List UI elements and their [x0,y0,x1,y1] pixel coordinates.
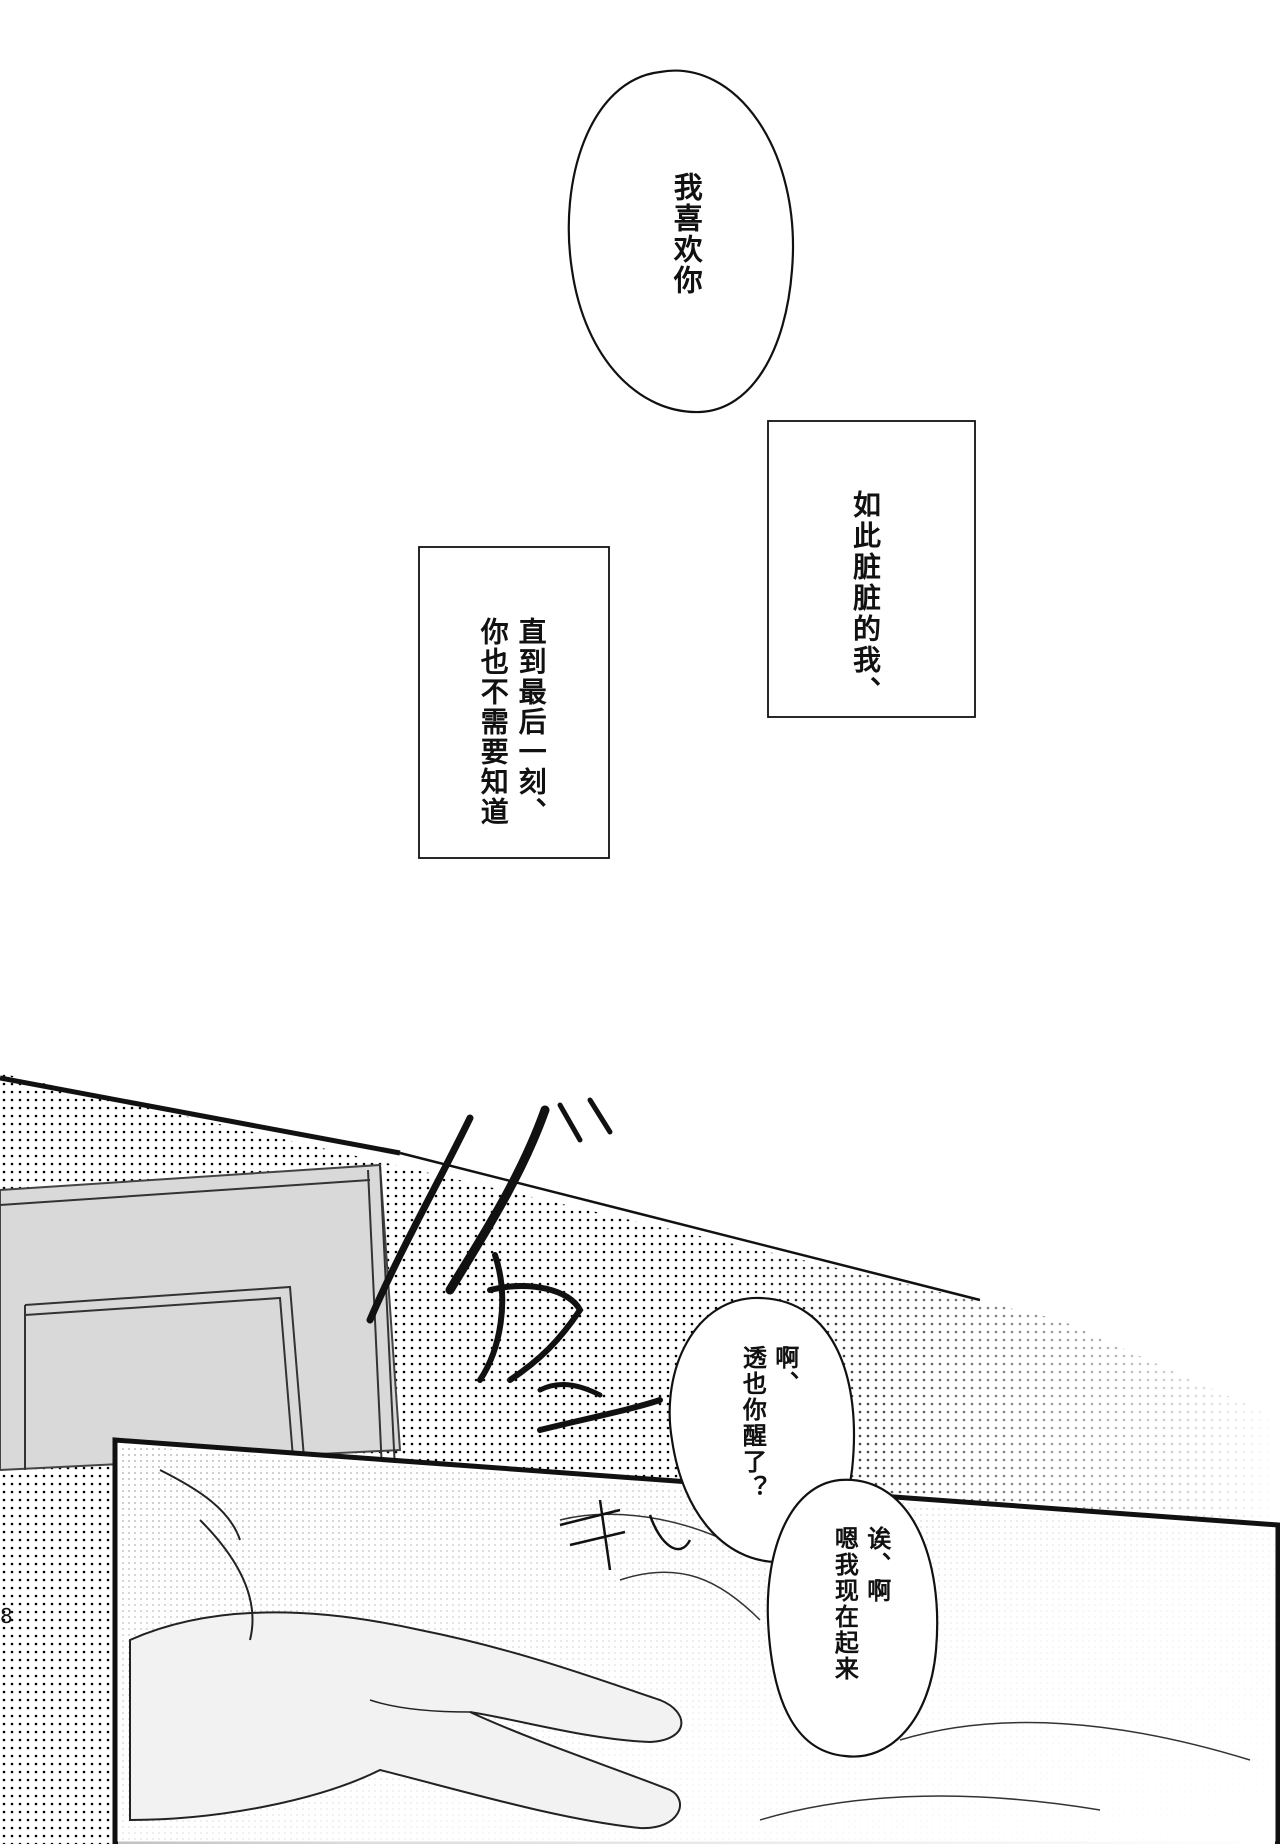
narration-text-2: 直到最后一刻、 你也不需要知道 [476,617,548,827]
hand-drawing [129,1611,683,1830]
speech-bubble-confession [567,69,795,414]
speech-bubble-reply [766,1478,939,1758]
greeting-dialogue: 啊、 透也你醒了？ [738,1345,799,1501]
creak-sound-effect [559,1499,692,1571]
narration-text-1: 如此脏脏的我、 [849,490,882,707]
confession-dialogue: 我喜欢你 [669,172,704,296]
bed-panel [112,1437,1280,1844]
ceiling-line [0,1075,401,1156]
narration-box-1 [767,420,976,718]
narration-box-2 [418,546,610,859]
page-number: 8 [0,1604,13,1628]
reply-dialogue: 诶、啊 嗯我现在起来 [830,1526,891,1682]
door-frame [0,1163,402,1472]
door-slam-sound-effect [366,1097,663,1433]
